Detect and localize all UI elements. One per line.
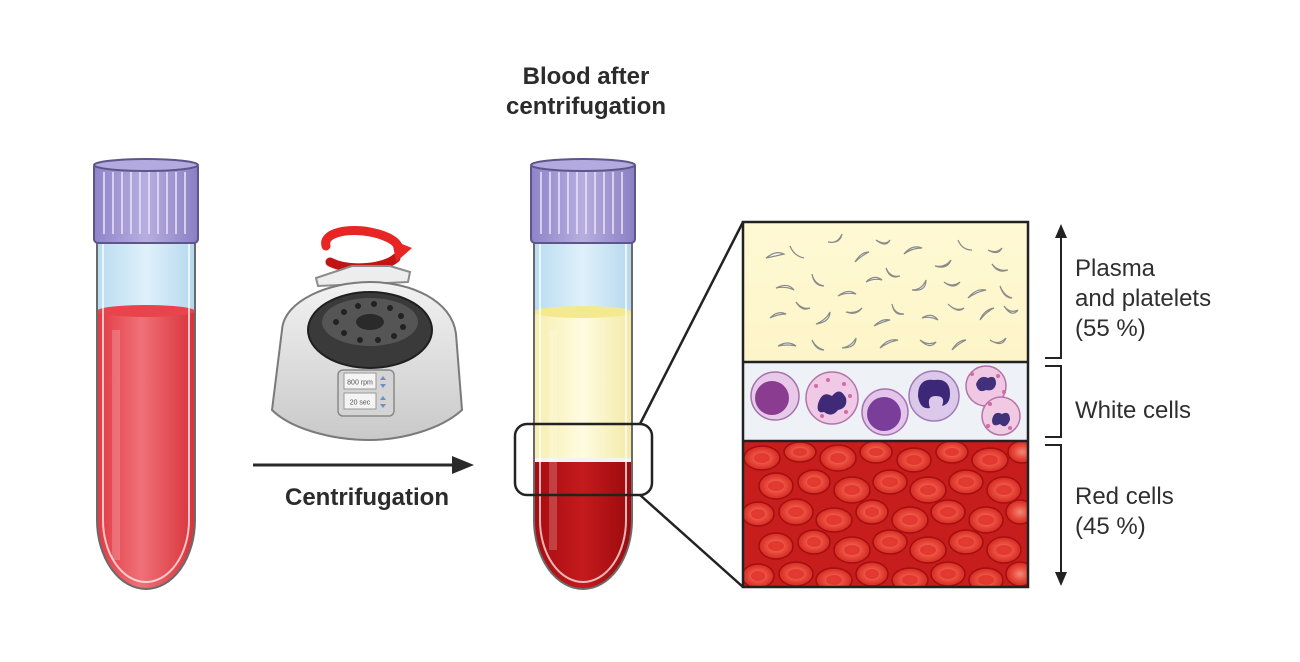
- label-line: Plasma: [1075, 255, 1156, 282]
- label-line: (55 %): [1075, 315, 1146, 342]
- double-arrow-icon: [1045, 224, 1067, 586]
- process-label: Centrifugation: [285, 484, 449, 511]
- platelets: [765, 233, 1019, 351]
- tube-cap-icon: [93, 158, 199, 244]
- zoom-panel: [741, 220, 1030, 589]
- title-line: centrifugation: [506, 93, 666, 120]
- label-line: Red cells: [1075, 483, 1174, 510]
- process-arrow-icon: [253, 456, 474, 474]
- white-cell-layer-panel: [743, 362, 1028, 441]
- diagram-title: Blood after centrifugation: [470, 62, 702, 122]
- plasma-layer-label: Plasma and platelets (55 %): [1075, 254, 1211, 344]
- red-blood-cells: [743, 441, 1028, 587]
- title-line: Blood after: [522, 63, 650, 90]
- magnifier-box-icon: [513, 221, 745, 588]
- label-line: and platelets: [1075, 285, 1212, 312]
- tube-cap-icon: [530, 158, 636, 244]
- label-line: White cells: [1075, 397, 1192, 424]
- label-line: (45 %): [1075, 513, 1146, 540]
- white-cells: [750, 365, 1021, 436]
- white-cells-label: White cells: [1075, 396, 1191, 426]
- rotation-arrow-icon: [321, 226, 412, 273]
- centrifuge-icon: 800 rpm 20 sec: [270, 226, 464, 442]
- red-cells-label: Red cells (45 %): [1075, 482, 1174, 542]
- tube-separated-blood: [530, 158, 636, 590]
- tube-whole-blood: [93, 158, 199, 590]
- red-cell-layer-panel: [743, 441, 1028, 587]
- centrifuge-time-readout: 20 sec: [350, 400, 371, 407]
- centrifuge-speed-readout: 800 rpm: [347, 380, 373, 387]
- plasma-layer-panel: [743, 222, 1028, 362]
